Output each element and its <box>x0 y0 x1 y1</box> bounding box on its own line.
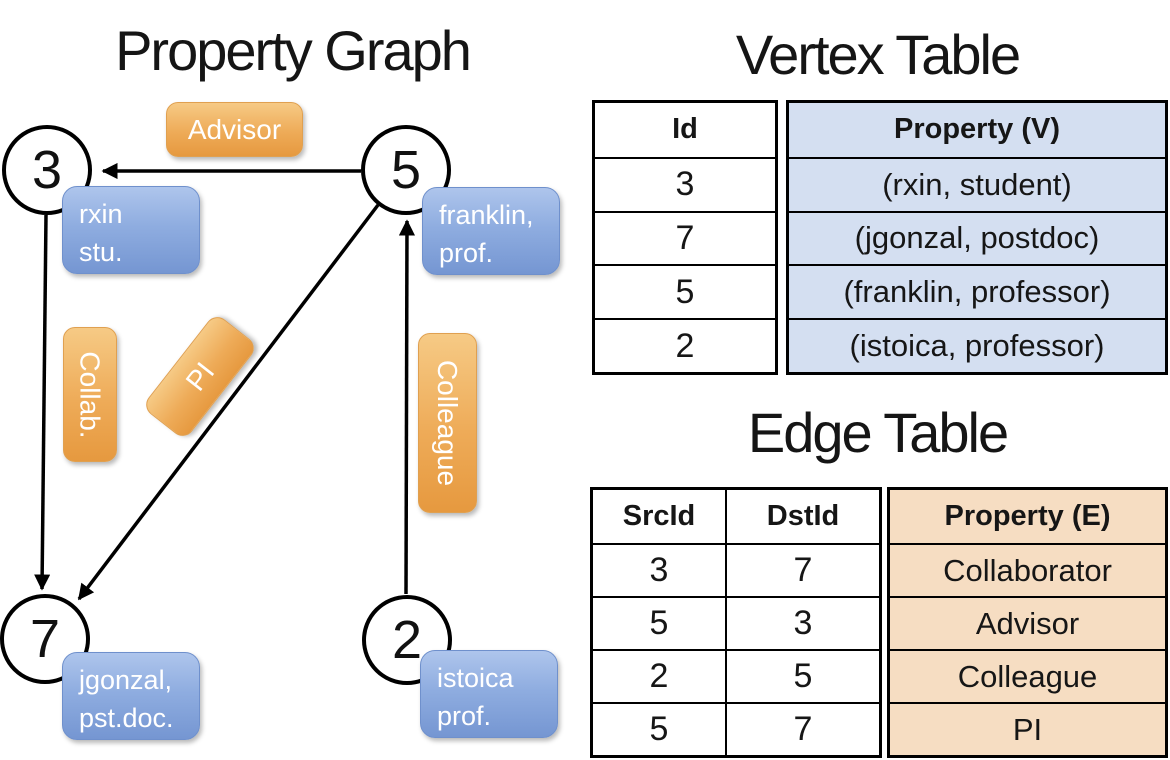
property-graph-title: Property Graph <box>115 19 472 82</box>
vertex-prop-box-7: jgonzal, pst.doc. <box>62 652 200 740</box>
edge-table-ids-columns: SrcId DstId 3 7 5 3 2 5 5 7 <box>590 487 882 758</box>
edge-table-property-column: Property (E) Collaborator Advisor Collea… <box>887 487 1168 758</box>
vertex-table-property-cell: (rxin, student) <box>789 156 1165 211</box>
vertex-prop-box-3: rxin stu. <box>62 186 200 274</box>
vertex-prop-box-2: istoica prof. <box>420 650 558 738</box>
vertex-prop-line2: prof. <box>439 237 494 268</box>
edge-table-property-cell: Colleague <box>890 649 1165 702</box>
vertex-prop-line1: rxin <box>79 199 123 229</box>
edge-table-property-cell: PI <box>890 702 1165 755</box>
vertex-prop-line1: franklin, <box>439 200 534 230</box>
node-id-label: 5 <box>390 140 422 200</box>
vertex-table-header-property: Property (V) <box>789 103 1165 157</box>
vertex-prop-line2: stu. <box>79 236 123 267</box>
vertex-prop-line1: istoica <box>437 663 514 693</box>
edge-line-colleague-2-to-5 <box>398 219 416 595</box>
vertex-table-header-id: Id <box>672 113 698 146</box>
edge-table-dst-cell: 5 <box>725 649 879 702</box>
edge-label-colleague: Colleague <box>418 333 477 513</box>
edge-table-src-cell: 3 <box>593 543 725 596</box>
vertex-prop-box-5: franklin, prof. <box>422 187 560 275</box>
edge-table-header-property: Property (E) <box>890 490 1165 543</box>
vertex-prop-line2: pst.doc. <box>79 702 174 733</box>
vertex-table-title: Vertex Table <box>735 23 1021 86</box>
edge-table-property-cell: Advisor <box>890 596 1165 649</box>
node-id-label: 2 <box>391 610 423 670</box>
vertex-table-id-cell: 3 <box>595 156 775 211</box>
node-id-label: 7 <box>29 609 61 669</box>
graph-edges-svg <box>34 162 416 601</box>
vertex-table-id-column: Id 3 7 5 2 <box>592 100 778 375</box>
vertex-table-property-cell: (franklin, professor) <box>789 264 1165 319</box>
edge-line-collab-3-to-7 <box>34 214 51 591</box>
vertex-table-id-cell: 7 <box>595 210 775 265</box>
edge-table-src-cell: 5 <box>593 702 725 755</box>
edge-table-dst-cell: 7 <box>725 543 879 596</box>
edge-table-title: Edge Table <box>747 401 1009 464</box>
vertex-table-property-cell: (jgonzal, postdoc) <box>789 210 1165 265</box>
vertex-table-id-cell: 5 <box>595 264 775 318</box>
edge-line-pi-5-to-7 <box>77 203 380 601</box>
edge-table-property-cell: Collaborator <box>890 543 1165 596</box>
edge-table-header-srcid: SrcId <box>622 500 696 532</box>
edge-table-src-cell: 2 <box>593 649 725 702</box>
edge-table-src-cell: 5 <box>593 596 725 649</box>
vertex-table-id-cell: 2 <box>595 318 775 372</box>
edge-table-dst-cell: 7 <box>725 702 879 755</box>
vertex-prop-line1: jgonzal, <box>79 665 173 695</box>
edge-label-advisor: Advisor <box>166 102 303 157</box>
vertex-prop-line2: prof. <box>437 700 492 731</box>
vertex-table-property-cell: (istoica, professor) <box>789 318 1165 372</box>
node-id-label: 3 <box>31 140 63 200</box>
edge-label-collab: Collab. <box>63 327 117 462</box>
graph-node-2: 2 <box>362 595 452 685</box>
vertex-table-property-column: Property (V) (rxin, student) (jgonzal, p… <box>786 100 1168 375</box>
edge-table-dst-cell: 3 <box>725 596 879 649</box>
edge-table-header-dstid: DstId <box>725 490 879 543</box>
